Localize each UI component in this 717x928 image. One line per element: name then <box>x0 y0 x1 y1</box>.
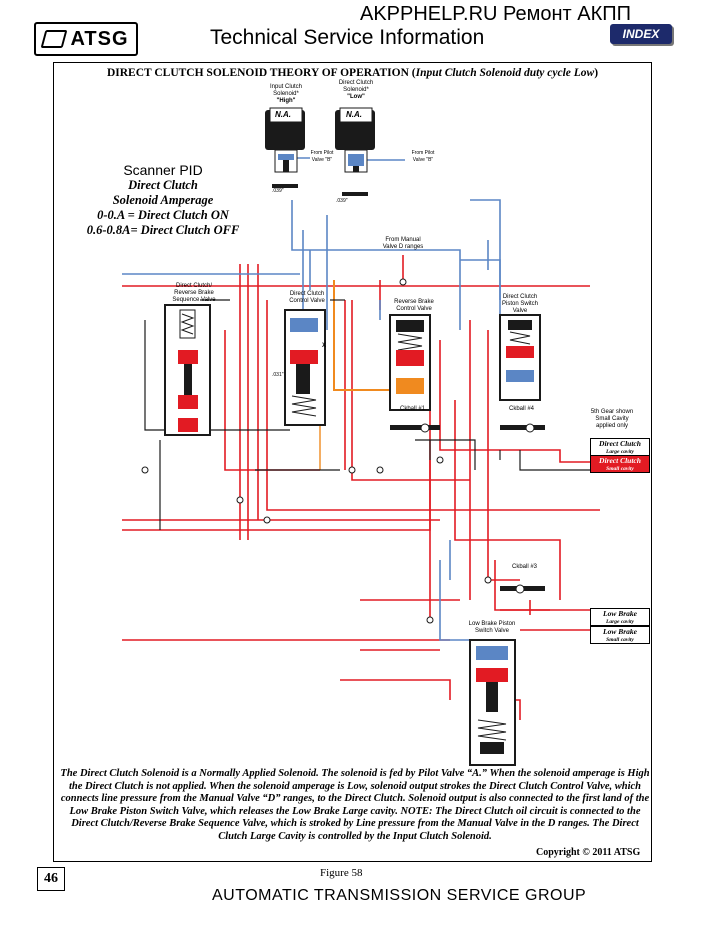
lb-piston-switch-valve-label: Low Brake Piston Switch Valve <box>468 621 516 634</box>
dc-small-label: Direct Clutch <box>599 456 641 465</box>
figure-frame <box>53 62 652 862</box>
input-clutch-solenoid-state: "High" <box>276 98 296 104</box>
lb-piston-switch-valve-body <box>469 639 516 766</box>
dc-small-sub: Small cavity <box>606 466 634 472</box>
lb-large-sub: Large cavity <box>606 619 634 625</box>
site-title: AKPPHELP.RU Ремонт АКПП <box>360 3 631 25</box>
junction-dots <box>141 278 492 624</box>
tsi-title: Technical Service Information <box>210 26 485 49</box>
figure-title: DIRECT CLUTCH SOLENOID THEORY OF OPERATI… <box>54 67 651 79</box>
exhaust-circuits <box>144 299 590 530</box>
orifice-031-label: .031" <box>272 372 284 378</box>
dc-control-valve-label: Direct Clutch Control Valve <box>289 291 325 304</box>
figure-description: The Direct Clutch Solenoid is a Normally… <box>60 768 650 842</box>
input-clutch-solenoid <box>265 107 305 188</box>
rb-control-valve-body <box>389 314 431 411</box>
direct-clutch-na-label: N.A. <box>346 110 362 119</box>
dc-piston-switch-valve-body <box>499 314 541 401</box>
atsg-logo: ATSG <box>34 22 138 56</box>
direct-clutch-solenoid-state: "Low" <box>347 94 365 100</box>
scanner-pid-line4: 0.6-0.8A= Direct Clutch OFF <box>86 223 240 237</box>
direct-clutch-solenoid-label: Direct Clutch Solenoid* "Low" <box>332 80 380 101</box>
figure-title-italic: Input Clutch Solenoid duty cycle Low <box>415 67 595 79</box>
dc-large-sub: Large cavity <box>606 449 634 455</box>
from-manual-label: From Manual Valve D ranges <box>382 237 424 250</box>
direct-clutch-from-label: From Pilot Valve "B" <box>411 150 435 163</box>
orange-circuit <box>333 280 390 391</box>
lb-small-sub: Small cavity <box>606 637 634 643</box>
figure-title-main: DIRECT CLUTCH SOLENOID THEORY OF OPERATI… <box>106 67 416 79</box>
direct-clutch-solenoid-name: Direct Clutch Solenoid* <box>338 80 374 93</box>
rb-control-valve-label: Reverse Brake Control Valve <box>394 299 434 312</box>
direct-clutch-orifice-label: .039" <box>336 198 348 204</box>
low-brake-small-cavity: Low Brake Small cavity <box>590 626 650 644</box>
dc-control-valve-body <box>284 309 326 426</box>
input-clutch-solenoid-label: Input Clutch Solenoid* "High" <box>262 84 310 105</box>
dc-piston-switch-valve-label: Direct Clutch Piston Switch Valve <box>501 294 538 314</box>
scanner-pid-line3: 0-0.A = Direct Clutch ON <box>97 208 229 222</box>
checkball-3 <box>500 584 545 594</box>
figure-title-end: ) <box>594 67 599 79</box>
footer-title: AUTOMATIC TRANSMISSION SERVICE GROUP <box>212 887 587 904</box>
low-brake-large-cavity: Low Brake Large cavity <box>590 608 650 626</box>
scanner-pid-block: Scanner PID Direct Clutch Solenoid Amper… <box>70 162 256 238</box>
input-clutch-na-label: N.A. <box>275 110 291 119</box>
checkball-1 <box>390 423 440 433</box>
checkball-4-label: Ckball #4 <box>509 406 535 412</box>
scanner-pid-line2: Solenoid Amperage <box>112 193 214 207</box>
dc-rb-sequence-valve-label: Direct Clutch/ Reverse Brake Sequence Va… <box>172 283 216 303</box>
dc-large-label: Direct Clutch <box>599 439 641 448</box>
input-clutch-from-label: From Pilot Valve "B" <box>310 150 334 163</box>
direct-clutch-large-cavity: Direct Clutch Large cavity <box>590 438 650 456</box>
logo-text: ATSG <box>70 27 129 50</box>
copyright: Copyright © 2011 ATSG <box>536 847 641 858</box>
lb-large-label: Low Brake <box>603 609 637 618</box>
direct-clutch-small-cavity: Direct Clutch Small cavity <box>590 455 650 473</box>
dc-rb-sequence-valve-body <box>164 304 211 436</box>
checkball-3-label: Ckball #3 <box>512 564 538 570</box>
input-clutch-solenoid-name: Input Clutch Solenoid* <box>269 84 303 97</box>
checkball-1-label: Ckball #1 <box>400 406 426 412</box>
lb-small-label: Low Brake <box>603 627 637 636</box>
direct-clutch-solenoid <box>335 107 375 196</box>
figure-label: Figure 58 <box>320 867 363 879</box>
input-clutch-orifice-label: .039" <box>272 188 284 194</box>
scanner-pid-line1: Direct Clutch <box>128 178 198 192</box>
checkball-4 <box>500 423 545 433</box>
pilot-pressure-circuits <box>122 157 521 641</box>
index-button[interactable]: INDEX <box>610 24 672 44</box>
scanner-pid-heading: Scanner PID <box>123 162 203 178</box>
exhaust-mark: X <box>322 343 327 349</box>
page-number: 46 <box>37 867 65 891</box>
fifth-gear-note: 5th Gear shown Small Cavity applied only <box>590 409 634 429</box>
